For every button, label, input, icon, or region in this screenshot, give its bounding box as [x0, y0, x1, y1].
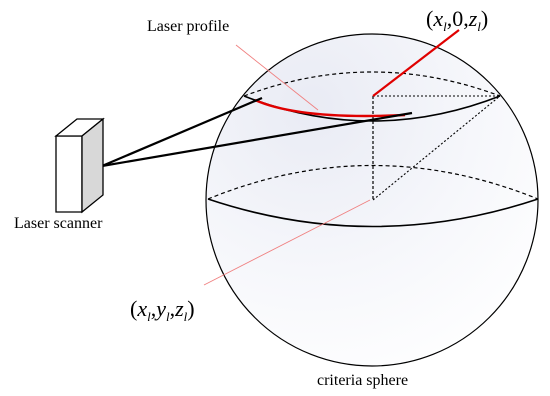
top-point-red-line	[372, 29, 460, 97]
laser-beam-lower	[101, 111, 413, 168]
laser-scanner-icon	[54, 117, 105, 214]
equator-ellipse-front	[207, 198, 539, 228]
top-point-equation: (xl,0,zl)	[426, 6, 488, 34]
upper-ellipse-back	[243, 71, 501, 97]
radius-diagonal-dotted	[372, 95, 501, 201]
bottom-point-pointer	[203, 199, 371, 286]
laser-profile-curve	[254, 98, 406, 118]
laser-profile-pointer	[235, 44, 319, 111]
equator-ellipse-back	[207, 164, 539, 200]
criteria-sphere-label: criteria sphere	[317, 372, 408, 389]
laser-profile-label: Laser profile	[147, 18, 229, 35]
bottom-point-equation: (xl,yl,zl)	[130, 296, 195, 324]
laser-scanner-label: Laser scanner	[14, 215, 103, 232]
criteria-sphere-outline	[205, 33, 539, 367]
laser-beam-upper	[101, 96, 263, 168]
